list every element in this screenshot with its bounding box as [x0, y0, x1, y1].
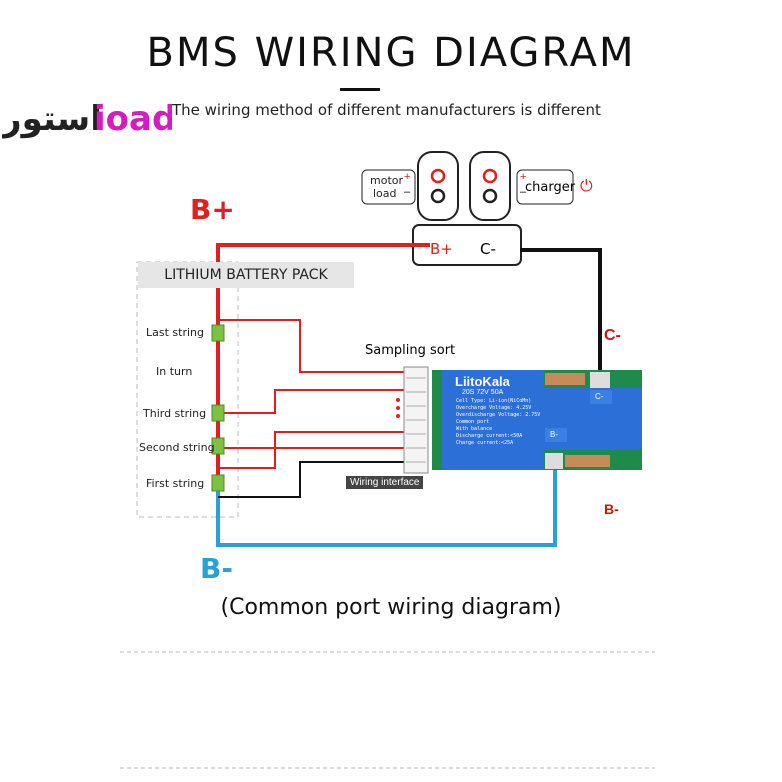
connector-c-minus-label: C- [480, 240, 496, 258]
b-plus-label: B+ [190, 193, 235, 226]
b-minus-label: B- [200, 552, 233, 585]
board-brand: LiitoKala [455, 374, 510, 389]
load-label: load [373, 187, 397, 200]
b-plus-wire [216, 243, 430, 480]
cell-first [211, 474, 225, 492]
b-minus-label-right: B- [604, 501, 619, 517]
plug-icon: ⏻ [580, 178, 593, 195]
pack-box [136, 261, 239, 518]
b-minus-wire [216, 470, 557, 547]
c-minus-label: C- [604, 327, 621, 344]
plus-sign: + [520, 171, 527, 183]
pad-b-label: B- [550, 430, 558, 439]
minus-sign: – [404, 186, 411, 198]
string-label: In turn [156, 365, 193, 378]
pad-c-label: C- [595, 392, 604, 401]
cell-second [211, 437, 225, 455]
c-minus-wire [520, 248, 602, 380]
charger-label: charger [525, 180, 576, 195]
subtitle: The wiring method of different manufactu… [172, 101, 601, 119]
connector-b-plus-label: B+ [430, 240, 453, 258]
connector-left [417, 151, 459, 221]
pack-title: LITHIUM BATTERY PACK [138, 262, 354, 288]
sampling-label: Sampling sort [365, 343, 456, 358]
wiring-interface-label: Wiring interface [346, 476, 424, 489]
board-model: 20S 72V 50A [462, 389, 504, 396]
motor-label: motor [370, 174, 404, 187]
string-label: Last string [146, 326, 204, 339]
caption: (Common port wiring diagram) [220, 595, 562, 620]
cell-third [211, 404, 225, 422]
svg-text:استور: استور [2, 99, 102, 139]
board-specs: Cell Type: Li-ion(NiCoMn)Overcharge Volt… [456, 398, 541, 446]
string-label: Third string [143, 407, 207, 420]
string-label: First string [146, 477, 205, 490]
connector-right [469, 151, 511, 221]
cell-last [211, 324, 225, 342]
plus-sign: + [404, 171, 411, 183]
minus-sign: – [520, 186, 527, 198]
page-title: BMS WIRING DIAGRAM [146, 30, 636, 76]
title-underline [340, 88, 380, 91]
svg-text:ioad: ioad [94, 99, 172, 139]
string-label: Second string [139, 441, 215, 454]
